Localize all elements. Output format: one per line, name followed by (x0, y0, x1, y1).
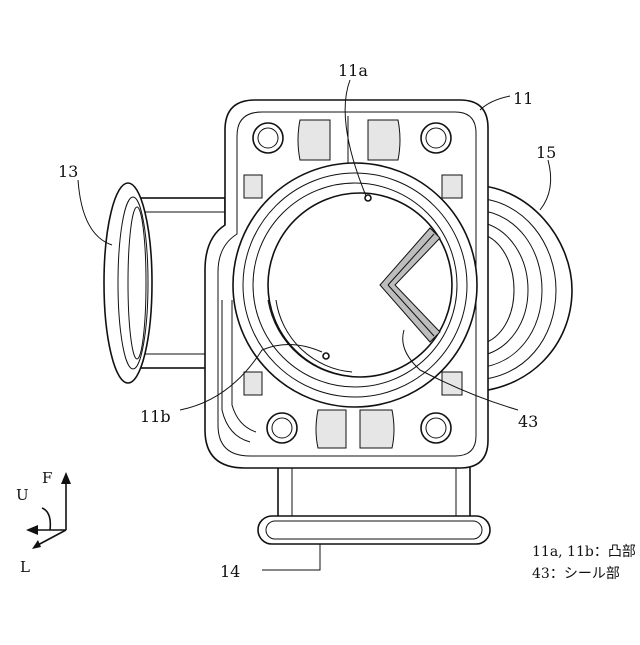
axis-label-left: L (20, 558, 30, 576)
axis-label-up: U (16, 486, 29, 504)
label-boss-top: 11a (338, 61, 368, 80)
boss-11b (323, 353, 329, 359)
up-axis-line (36, 530, 66, 546)
up-axis-curve (42, 508, 50, 530)
up-arrowhead (32, 540, 41, 549)
legend-line-bosses: 11a, 11b：凸部 (532, 544, 636, 560)
left-arrowhead (26, 525, 38, 535)
bore (233, 163, 477, 407)
label-boss-bottom: 11b (140, 407, 171, 426)
label-port-left: 13 (58, 162, 78, 181)
axis-label-forward: F (42, 469, 52, 487)
label-seal: 43 (518, 412, 538, 431)
legend-line-seal: 43：シール部 (532, 566, 620, 582)
label-port-bottom: 14 (220, 562, 240, 581)
label-body: 11 (513, 89, 533, 108)
label-port-right: 15 (536, 143, 556, 162)
forward-arrowhead (61, 472, 71, 484)
